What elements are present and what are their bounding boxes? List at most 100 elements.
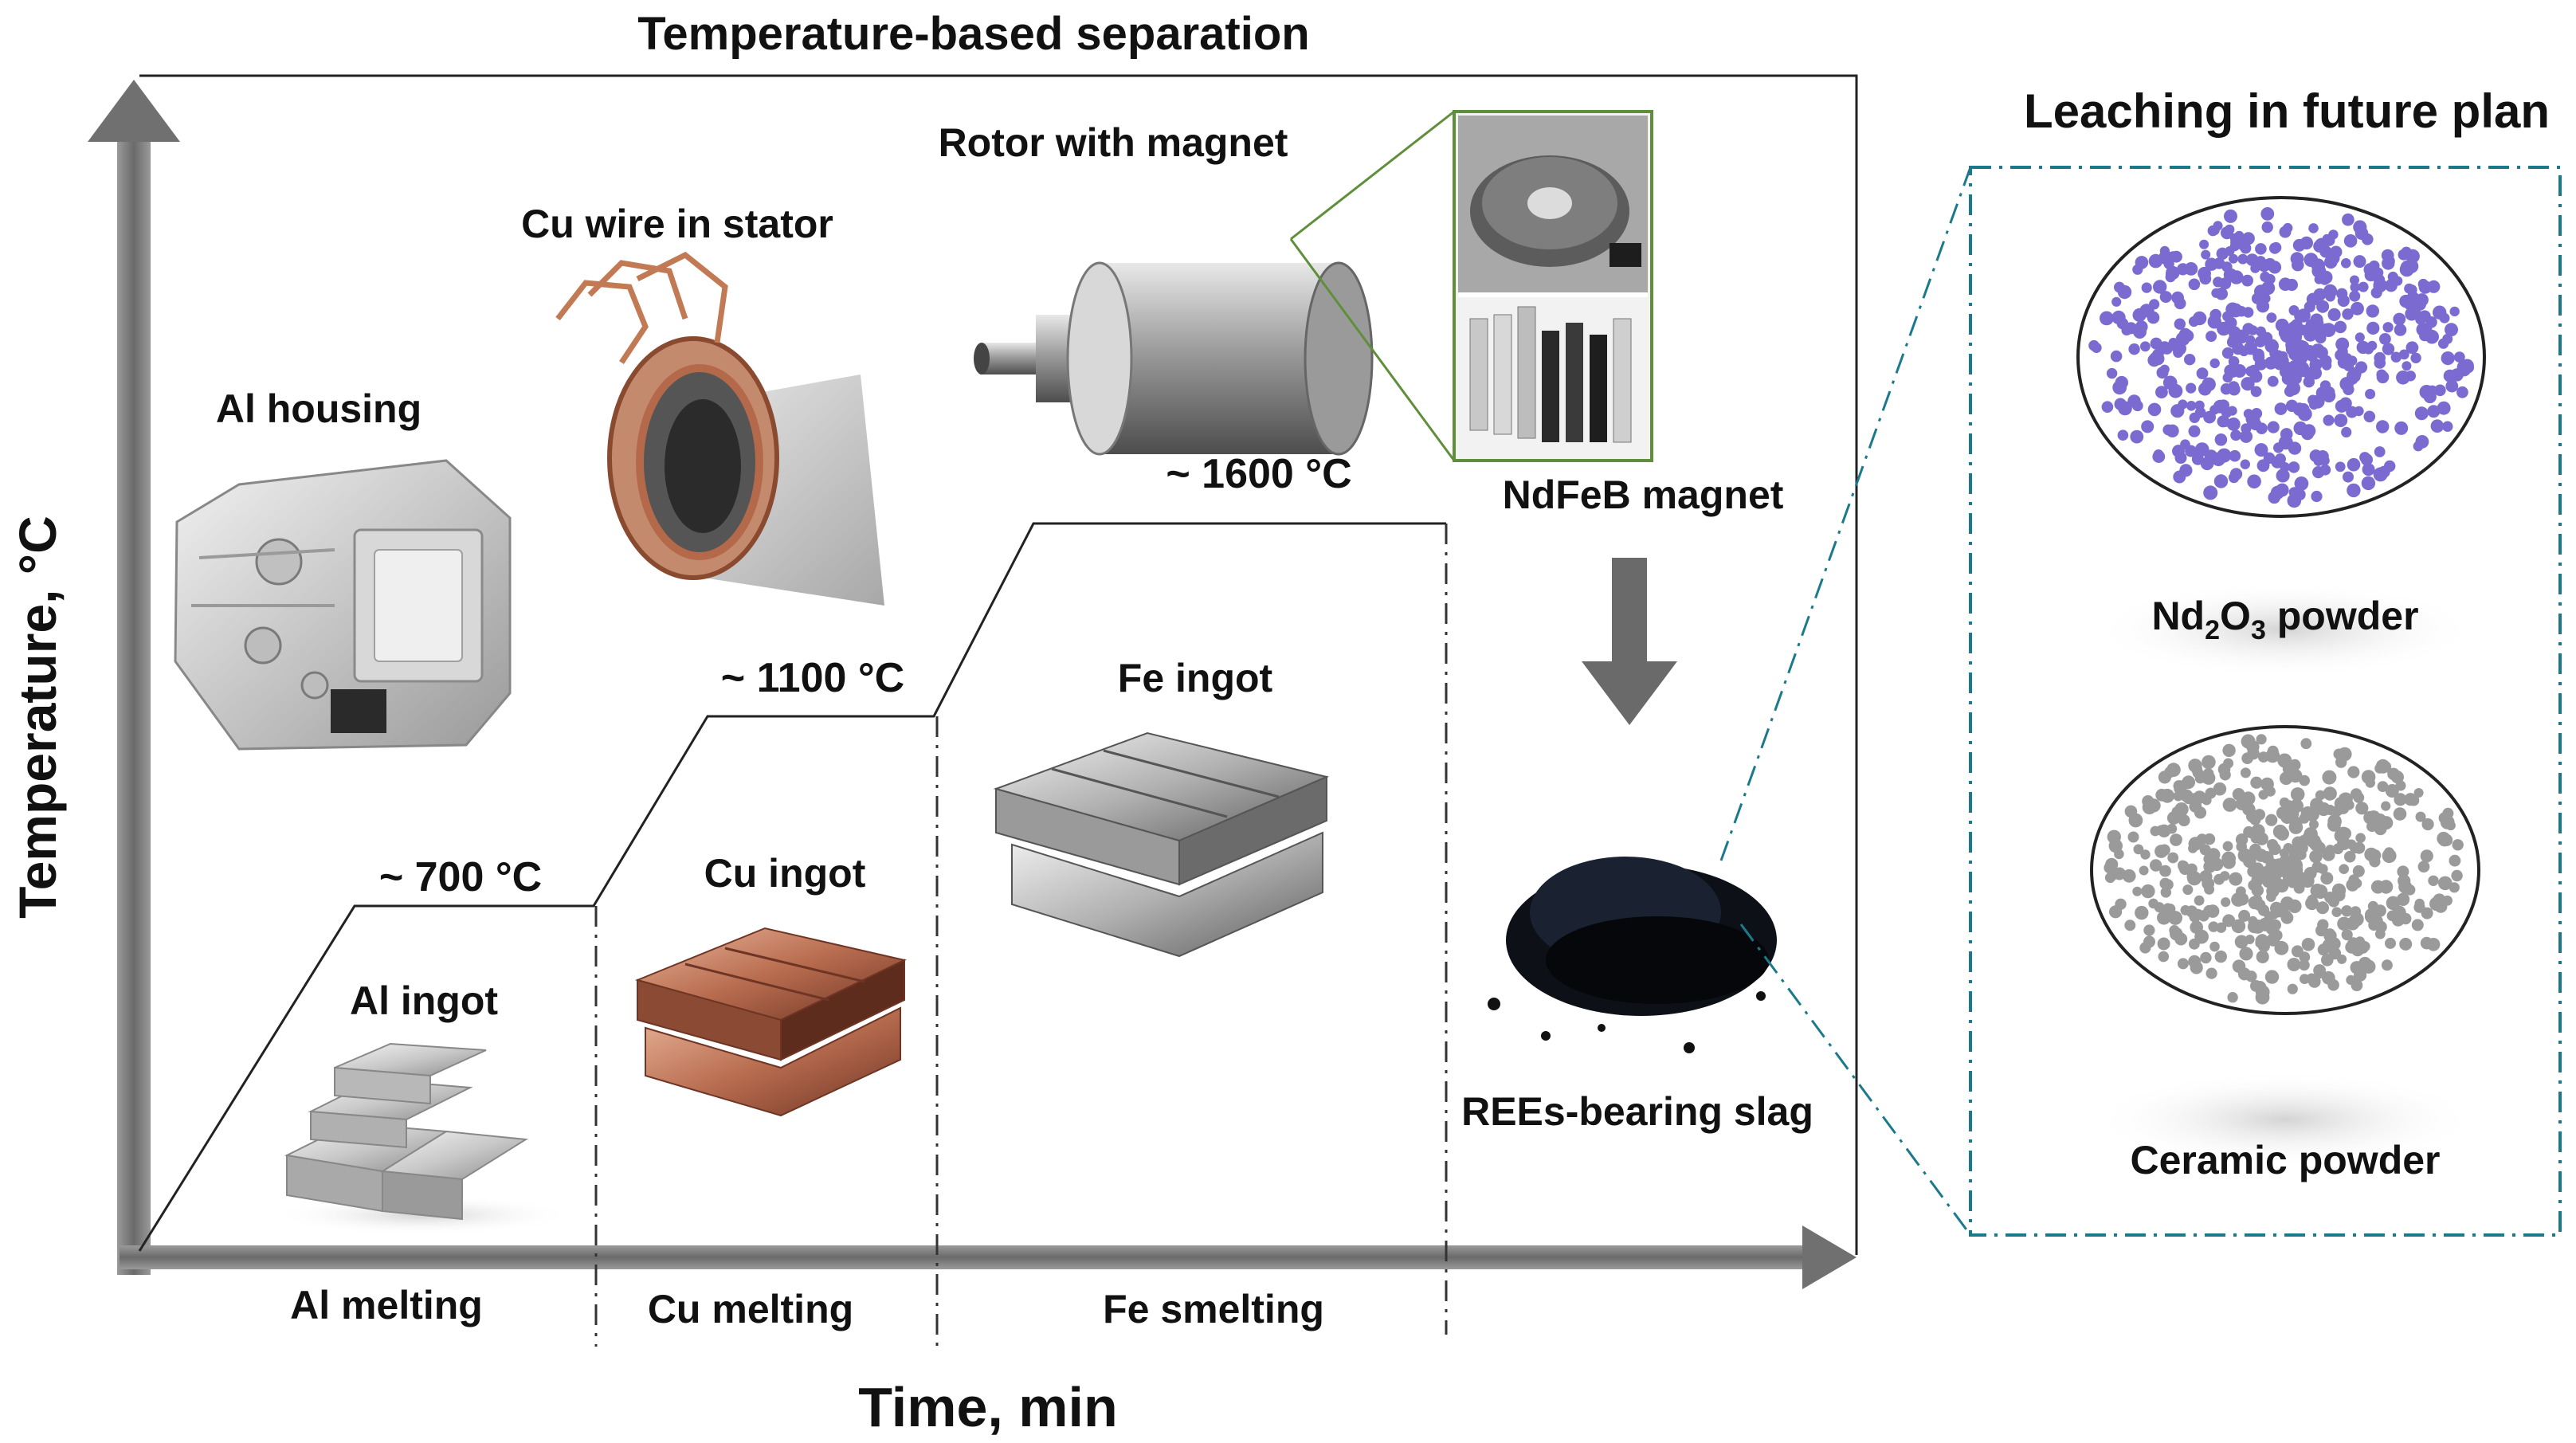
temperature-label-1100: ~ 1100 °C	[721, 655, 904, 701]
slag-image	[1488, 857, 1777, 1053]
nd2o3-powder-dot	[2150, 337, 2162, 350]
nd2o3-powder-dot	[2341, 258, 2351, 269]
ceramic-powder-dot	[2287, 983, 2298, 994]
ceramic-powder-dot	[2394, 793, 2407, 806]
nd2o3-powder-dot	[2343, 360, 2354, 371]
ceramic-powder-dot	[2355, 802, 2369, 815]
nd2o3-powder-dot	[2173, 470, 2186, 484]
nd2o3-powder-dot	[2405, 341, 2419, 355]
nd2o3-powder-dot	[2196, 367, 2209, 379]
nd2o3-powder-dot	[2170, 250, 2182, 263]
ceramic-powder-dot	[2157, 937, 2170, 951]
nd2o3-powder-dot	[2205, 331, 2217, 343]
nd2o3-powder-dot	[2353, 255, 2366, 269]
nd2o3-powder-dot	[2174, 452, 2187, 465]
ceramic-powder-dot	[2350, 843, 2361, 854]
ceramic-powder-dot	[2310, 798, 2324, 812]
nd2o3-powder-dot	[2264, 273, 2276, 284]
ceramic-powder-dot	[2288, 820, 2304, 834]
nd2o3-powder-dot	[2261, 280, 2276, 296]
ceramic-powder-dot	[2237, 848, 2253, 863]
nd2o3-powder-dot	[2282, 370, 2294, 382]
nd2o3-powder-dot	[2267, 375, 2279, 387]
nd2o3-powder-dots	[2088, 207, 2474, 508]
nd2o3-powder-dot	[2207, 315, 2221, 329]
ceramic-powder-dot	[2452, 839, 2464, 851]
ceramic-powder-dot	[2171, 833, 2182, 845]
nd2o3-powder-dot	[2416, 322, 2430, 337]
ceramic-powder-dot	[2202, 774, 2212, 784]
ceramic-powder-dot	[2247, 865, 2260, 877]
nd2o3-powder-dot	[2226, 418, 2241, 431]
nd2o3-powder-dot	[2110, 350, 2123, 363]
nd2o3-powder-dot	[2456, 386, 2468, 398]
nd2o3-powder-dot	[2350, 282, 2360, 292]
nd2o3-powder-dot	[2147, 311, 2160, 324]
nd2o3-powder-dot	[2222, 311, 2233, 322]
ceramic-powder-dot	[2194, 806, 2207, 819]
ceramic-powder-dot	[2347, 766, 2360, 778]
nd2o3-powder-dot	[2100, 311, 2114, 326]
nd2o3-powder-dot	[2117, 429, 2129, 441]
ceramic-powder-dot	[2265, 814, 2278, 826]
ceramic-powder-dot	[2248, 896, 2262, 910]
nd2o3-powder-dot	[2175, 331, 2190, 347]
zoom-line	[1739, 923, 1972, 1236]
ceramic-powder-dot	[2213, 782, 2227, 796]
ceramic-powder-dot	[2275, 879, 2289, 893]
nd2o3-powder-dot	[2402, 361, 2412, 371]
nd2o3-powder-dot	[2178, 399, 2188, 410]
nd2o3-powder-dot	[2285, 278, 2298, 292]
nd2o3-powder-dot	[2283, 222, 2293, 233]
nd2o3-powder-dot	[2294, 476, 2309, 491]
ceramic-powder-label: Ceramic powder	[2130, 1138, 2440, 1182]
nd2o3-powder-dot	[2247, 474, 2261, 489]
nd2o3-powder-dot	[2188, 425, 2201, 437]
nd2o3-powder-dot	[2361, 476, 2376, 491]
ceramic-powder-dot	[2238, 796, 2253, 810]
nd2o3-powder-dot	[2285, 343, 2300, 356]
ceramic-powder-dot	[2411, 919, 2424, 931]
leaching-panel	[1969, 166, 2562, 1237]
ceramic-powder-dot	[2257, 904, 2270, 916]
ceramic-powder-dot	[2324, 892, 2336, 904]
ceramic-powder-dot	[2143, 935, 2155, 948]
ceramic-powder-dot	[2381, 959, 2393, 971]
ceramic-powder-dot	[2104, 872, 2116, 884]
ceramic-powder-dot	[2374, 928, 2386, 939]
ceramic-powder-dot	[2139, 865, 2149, 876]
ceramic-powder-dot	[2327, 814, 2342, 829]
ceramic-powder-dot	[2114, 849, 2124, 860]
nd2o3-powder-dot	[2449, 306, 2460, 317]
ceramic-powder-dot	[2323, 929, 2337, 943]
nd2o3-powder-dot	[2153, 280, 2167, 294]
nd2o3-powder-dot	[2292, 238, 2306, 252]
nd2o3-powder-dot	[2414, 406, 2429, 421]
ceramic-powder-dot	[2166, 763, 2181, 778]
nd2o3-powder-dot	[2201, 249, 2211, 260]
ceramic-powder-dot	[2344, 850, 2356, 863]
ceramic-powder-dot	[2140, 849, 2151, 860]
nd2o3-powder-dot	[2229, 241, 2241, 252]
ceramic-powder-dot	[2274, 940, 2289, 955]
nd2o3-powder-dot	[2162, 292, 2172, 302]
nd2o3-powder-dot	[2322, 233, 2332, 244]
ceramic-powder-dot	[2188, 843, 2198, 853]
nd2o3-powder-dot	[2213, 257, 2225, 269]
nd2o3-powder-dot	[2213, 474, 2229, 488]
ceramic-powder-dot	[2268, 842, 2281, 856]
nd2o3-powder-dot	[2228, 381, 2240, 393]
nd2o3-powder-dot	[2330, 245, 2343, 258]
ceramic-powder-dot	[2287, 958, 2301, 971]
rotor-label: Rotor with magnet	[939, 120, 1288, 165]
nd2o3-powder-dot	[2347, 483, 2361, 498]
nd2o3-powder-dot	[2188, 278, 2201, 291]
nd2o3-powder-dot	[2374, 351, 2386, 364]
nd2o3-powder-dot	[2266, 312, 2277, 323]
nd2o3-powder-dot	[2255, 243, 2267, 255]
nd2o3-powder-dot	[2135, 256, 2149, 269]
nd2o3-powder-dot	[2373, 278, 2387, 293]
nd2o3-powder-dot	[2434, 384, 2446, 397]
ceramic-powder-dot	[2231, 919, 2246, 934]
ceramic-powder-dot	[2231, 892, 2246, 907]
